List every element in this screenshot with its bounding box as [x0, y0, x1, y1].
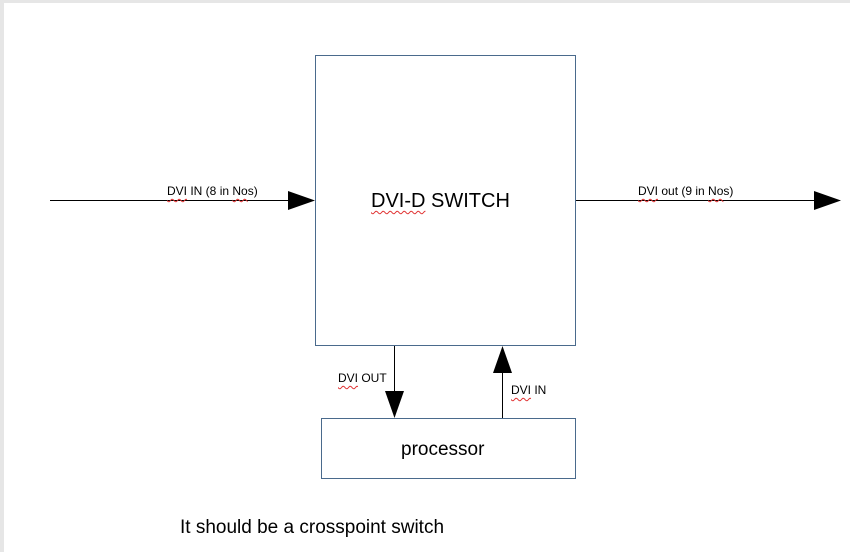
- output-arrow-label: DVI out (9 in Nos): [638, 185, 733, 197]
- input-label-w2: IN (8 in: [187, 184, 233, 198]
- input-arrow-label: DVI IN (8 in Nos): [167, 185, 258, 197]
- output-label-w2: out (9 in: [658, 184, 709, 198]
- processor-box: [321, 418, 576, 479]
- input-label-w3: No: [232, 184, 248, 198]
- dvi-in-w1: DVI: [511, 383, 532, 397]
- switch-label-part1: DVI-D: [371, 190, 426, 212]
- processor-to-switch-label: DVI IN: [511, 384, 546, 396]
- processor-to-switch-arrow: [493, 346, 512, 418]
- output-label-w4: s): [723, 184, 734, 198]
- switch-to-processor-label: DVI OUT: [338, 372, 387, 384]
- input-label-w4: s): [247, 184, 258, 198]
- crosspoint-note: It should be a crosspoint switch: [180, 517, 445, 538]
- output-arrow: [576, 191, 841, 210]
- output-label-w1: DVI: [638, 184, 659, 198]
- dvi-out-w1: DVI: [338, 371, 359, 385]
- switch-label: DVI-D SWITCH: [371, 191, 510, 211]
- output-label-w3: No: [708, 184, 724, 198]
- dvi-in-w2: IN: [531, 383, 547, 397]
- switch-to-processor-arrow: [385, 346, 404, 418]
- switch-label-part2: SWITCH: [425, 190, 510, 212]
- page-edge-top: [0, 0, 850, 3]
- dvi-out-w2: OUT: [358, 371, 387, 385]
- switch-box: [315, 55, 576, 346]
- page-edge-left: [0, 0, 4, 552]
- processor-label: processor: [401, 439, 485, 460]
- input-arrow: [50, 191, 315, 210]
- input-label-w1: DVI: [167, 184, 188, 198]
